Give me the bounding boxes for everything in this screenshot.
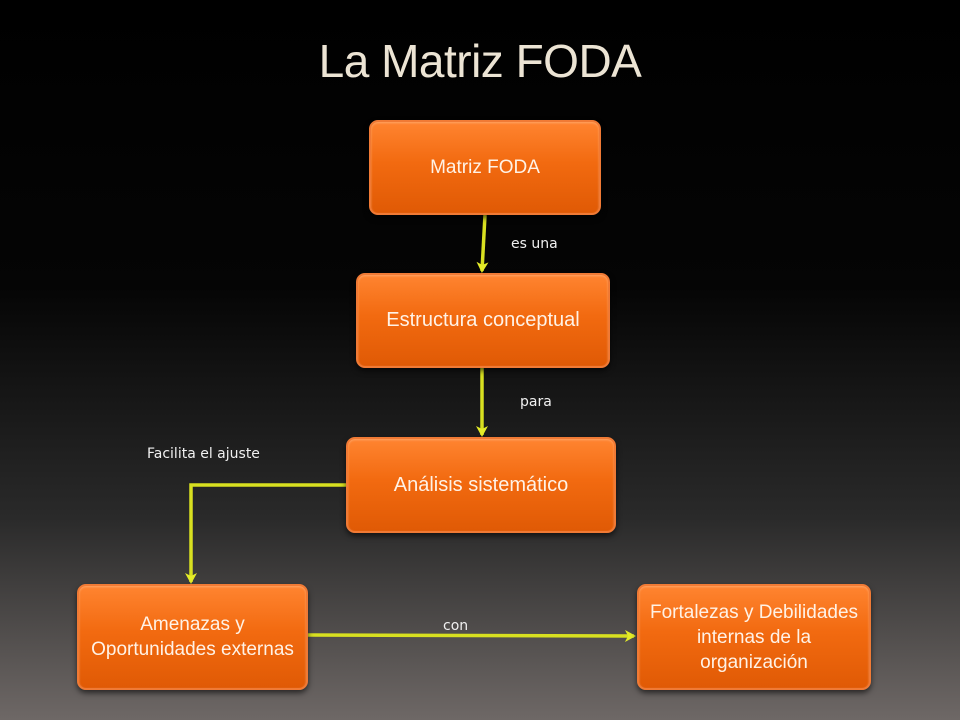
node-amenazas-oportunidades: Amenazas y Oportunidades externas: [77, 584, 308, 690]
edge-label-facilita: Facilita el ajuste: [147, 446, 260, 462]
edge-label-para: para: [520, 394, 552, 410]
edge-label-es-una: es una: [511, 236, 558, 252]
arrow-matriz-to-estructura: [476, 214, 489, 273]
node-fortalezas-debilidades: Fortalezas y Debilidades internas de la …: [637, 584, 871, 690]
node-matriz-foda: Matriz FODA: [369, 120, 601, 215]
node-analisis-sistematico: Análisis sistemático: [346, 437, 616, 533]
arrow-amenazas-to-fortalezas: [307, 629, 636, 642]
node-estructura-conceptual: Estructura conceptual: [356, 273, 610, 368]
arrow-analisis-to-amenazas: [185, 483, 346, 584]
slide-title: La Matriz FODA: [318, 35, 642, 87]
edge-label-con: con: [443, 618, 469, 634]
